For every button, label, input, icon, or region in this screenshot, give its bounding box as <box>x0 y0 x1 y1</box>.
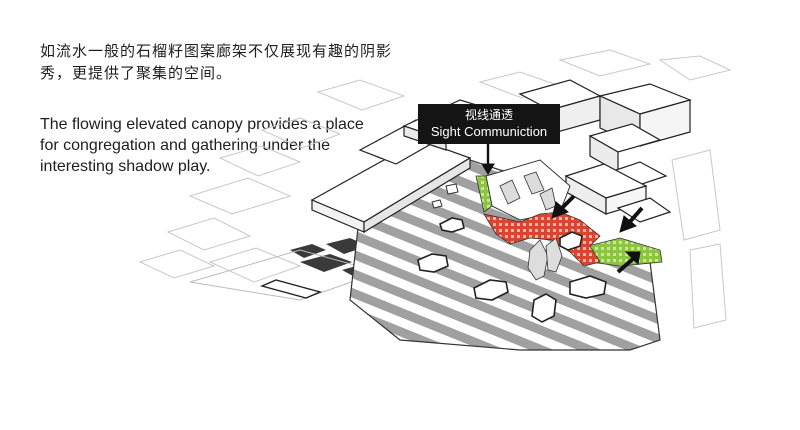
void-structures <box>499 171 557 211</box>
right-buildings <box>518 79 692 223</box>
callout-chinese: 视线通透 <box>464 108 513 122</box>
plaza-markers <box>431 183 459 209</box>
caption-chinese: 如流水一般的石榴籽图案廊架不仅展现有趣的阴影秀，更提供了聚集的空间。 <box>40 42 393 82</box>
context-buildings <box>138 49 732 329</box>
green-canopy <box>475 175 493 213</box>
sculpture <box>527 237 563 281</box>
arrow-down-icon <box>481 163 495 175</box>
main-building <box>310 99 502 234</box>
promenade-arrow <box>259 279 323 299</box>
caption-english: The flowing elevated canopy provides a p… <box>40 116 364 175</box>
planters <box>417 217 607 323</box>
view-arrows <box>481 144 644 274</box>
red-canopy <box>483 211 601 267</box>
arrow-southwest-icon <box>551 201 569 219</box>
callout-english: Sight Communiction <box>430 124 548 139</box>
sight-callout: 视线通透 Sight Communiction <box>418 104 560 144</box>
arrow-southwest-icon-2 <box>619 215 637 233</box>
arrow-northeast-icon <box>624 251 641 266</box>
